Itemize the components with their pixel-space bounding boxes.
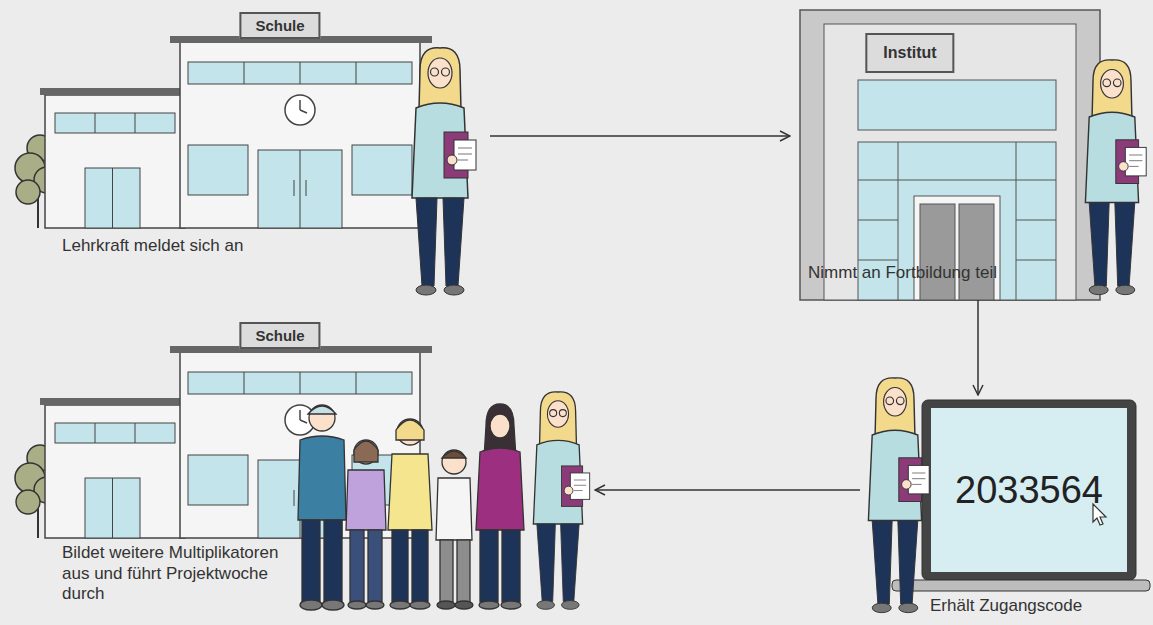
scene-node: InstitutNimmt an Fortbildung teil bbox=[790, 5, 1140, 300]
student-group bbox=[298, 404, 524, 610]
step-caption: Nimmt an Fortbildung teil bbox=[808, 263, 997, 284]
step-caption: Bildet weitere Multiplikatoren aus und f… bbox=[62, 543, 298, 605]
institute-building bbox=[800, 10, 1100, 300]
teacher-figure bbox=[533, 392, 589, 609]
scene-node: 2033564Erhält Zugangscode bbox=[860, 395, 1145, 620]
teacher-figure bbox=[868, 378, 929, 613]
flow-arrow bbox=[595, 489, 860, 491]
building-sign: Schule bbox=[239, 322, 320, 349]
teacher-figure bbox=[412, 48, 476, 295]
flow-arrow bbox=[977, 300, 979, 395]
access-code: 2033564 bbox=[932, 465, 1126, 515]
step-caption: Lehrkraft meldet sich an bbox=[62, 236, 243, 257]
school-building bbox=[15, 36, 432, 228]
school-building bbox=[15, 346, 432, 538]
flow-arrow bbox=[490, 135, 790, 137]
building-sign: Institut bbox=[865, 33, 954, 73]
teacher-figure bbox=[1085, 60, 1146, 295]
laptop bbox=[892, 400, 1150, 591]
step-caption: Erhält Zugangscode bbox=[930, 596, 1082, 617]
scene-node: SchuleBildet weitere Multiplikatoren aus… bbox=[15, 318, 595, 618]
scene-node: SchuleLehrkraft meldet sich an bbox=[15, 8, 490, 308]
building-sign: Schule bbox=[239, 12, 320, 39]
